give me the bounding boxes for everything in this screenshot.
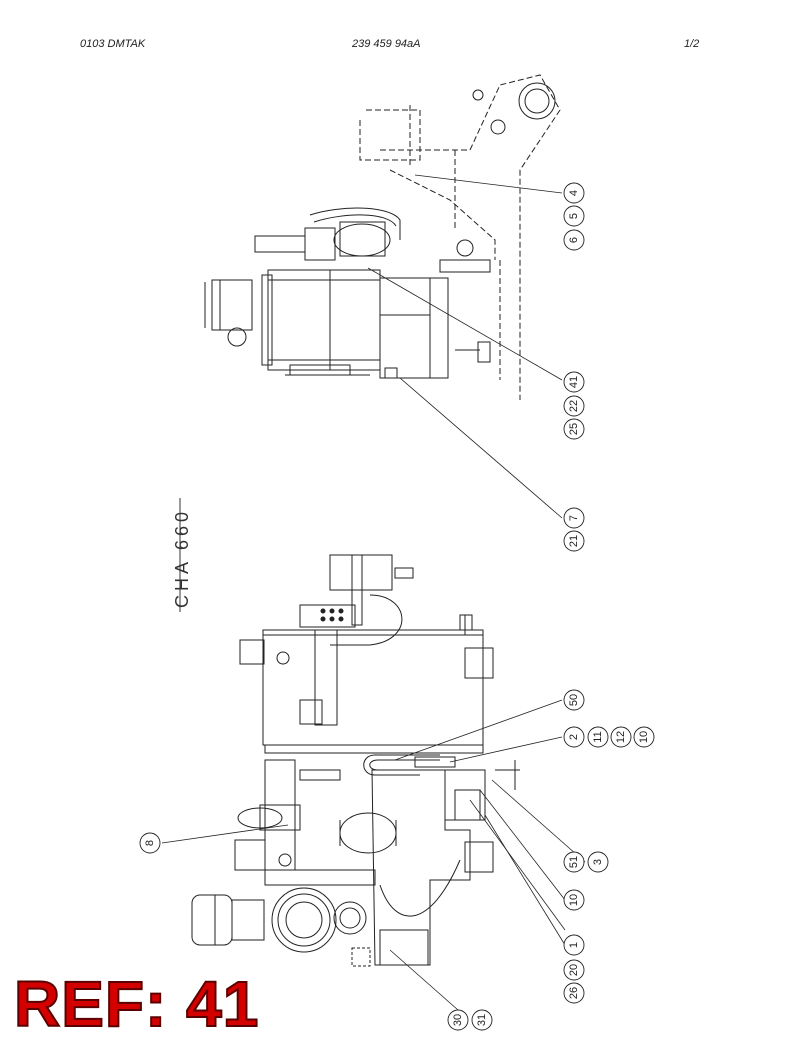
tank-box	[379, 277, 431, 379]
side-view-balloon-circle	[587, 851, 609, 873]
top-view-balloon-label: 41	[568, 376, 580, 388]
side-view-balloon-label: 1	[568, 942, 580, 948]
cylinder	[254, 235, 306, 253]
top-view-balloon-label: 6	[568, 237, 580, 243]
top-view-balloon-label: 4	[568, 190, 580, 196]
header-left: 0103 DMTAK	[80, 38, 146, 50]
hose-loop	[363, 754, 440, 776]
top-view-balloon-circle	[563, 371, 585, 393]
top-view-balloon-circle	[563, 530, 585, 552]
top-view-balloon-circle	[563, 229, 585, 251]
pump-body	[267, 269, 381, 371]
top-view-balloon-label: 25	[568, 423, 580, 435]
top-view-balloon-label: 21	[568, 535, 580, 547]
side-view-balloon-label: 10	[638, 731, 650, 743]
side-view-balloon-label: 51	[568, 856, 580, 868]
accumulator	[339, 812, 397, 854]
valve-block	[314, 629, 338, 726]
side-view-balloon-circle	[563, 982, 585, 1004]
side-view-balloon-circle	[610, 726, 632, 748]
side-view-balloon-circle	[563, 689, 585, 711]
side-view-balloon-circle	[563, 959, 585, 981]
side-view-balloon-label: 50	[568, 694, 580, 706]
side-view-balloon-label: 20	[568, 964, 580, 976]
model-label: CHA 660	[172, 507, 192, 608]
side-view-balloon-circle	[563, 851, 585, 873]
top-view-balloon-circle	[563, 418, 585, 440]
side-view-balloon-label: 2	[568, 734, 580, 740]
side-view-balloon-label: 26	[568, 987, 580, 999]
top-view-balloon-label: 7	[568, 515, 580, 521]
motor-ring	[271, 887, 337, 953]
header-page-number: 1/2	[684, 38, 700, 50]
motor-end	[191, 894, 233, 946]
side-view-balloon-label: 11	[592, 731, 604, 742]
main-tank	[262, 629, 484, 746]
side-view-balloon-label: 12	[615, 731, 627, 743]
ref-label: REF: 41	[13, 968, 260, 1040]
side-view-balloon-label: 3	[592, 859, 604, 865]
side-view-balloon-label: 10	[568, 894, 580, 906]
side-view-balloon-label: 8	[144, 840, 156, 846]
side-view-balloon-circle	[563, 934, 585, 956]
side-view-balloon-label: 31	[476, 1014, 488, 1026]
top-view-balloon-label: 22	[568, 400, 580, 412]
side-view-balloon-label: 30	[452, 1014, 464, 1026]
header-drawing-number: 239 459 94aA	[352, 38, 421, 50]
side-view-balloon-circle	[447, 1009, 469, 1031]
side-view-balloon-circle	[633, 726, 655, 748]
frame-arm	[359, 74, 561, 400]
side-view-balloon-circle	[139, 832, 161, 854]
side-view-balloon-circle	[587, 726, 609, 748]
top-view-balloon-label: 5	[568, 213, 580, 219]
inlet-flange	[211, 279, 253, 331]
top-view-balloon-circle	[563, 205, 585, 227]
top-view-balloon-circle	[563, 395, 585, 417]
pivot-wheel	[518, 82, 556, 120]
side-view-balloon-circle	[471, 1009, 493, 1031]
top-view-balloon-circle	[563, 507, 585, 529]
top-view-balloon-circle	[563, 182, 585, 204]
side-view-balloon-circle	[563, 726, 585, 748]
side-view-balloon-circle	[563, 889, 585, 911]
manifold	[299, 604, 356, 628]
